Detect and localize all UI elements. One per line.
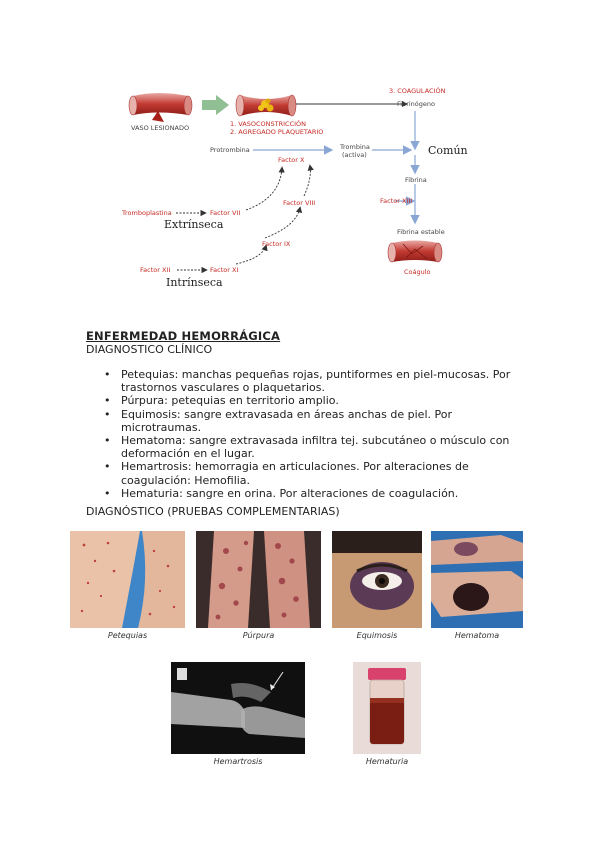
label-vaso-lesionado: VASO LESIONADO	[131, 124, 190, 132]
label-factor-x: Factor X	[278, 156, 305, 164]
label-fibrinogeno: Fibrinógeno	[397, 100, 435, 108]
list-item: Hematoma: sangre extravasada infiltra te…	[104, 434, 524, 460]
injured-vessel-icon	[128, 93, 193, 122]
label-factor-xiii: Factor XIII	[380, 197, 413, 205]
clot-vessel-icon	[387, 240, 443, 263]
section-subtitle: DIAGNOSTICO CLÍNICO	[86, 343, 213, 356]
equimosis-photo	[332, 531, 422, 628]
label-protrombina: Protrombina	[210, 146, 250, 154]
label-fibrina: Fibrina	[405, 176, 427, 184]
section-title: ENFERMEDAD HEMORRÁGICA	[86, 329, 281, 343]
green-arrow-icon	[202, 95, 229, 115]
label-vasoconstriccion: 1. VASOCONSTRICCIÓN	[230, 120, 307, 128]
section-subtitle-2: DIAGNÓSTICO (PRUEBAS COMPLEMENTARIAS)	[86, 505, 340, 518]
hematoma-photo	[431, 531, 523, 628]
label-factor-xii: Factor XII	[140, 266, 171, 274]
hemartrosis-xray	[171, 662, 305, 754]
list-item: Hematuria: sangre en orina. Por alteraci…	[104, 487, 524, 500]
constricted-vessel-icon	[235, 94, 297, 117]
list-item: Equimosis: sangre extravasada en áreas a…	[104, 408, 524, 434]
list-item: Hemartrosis: hemorragia en articulacione…	[104, 460, 524, 486]
petequias-photo	[70, 531, 185, 628]
label-fibrina-estable: Fibrina estable	[397, 228, 445, 236]
caption-equimosis: Equimosis	[356, 631, 398, 640]
label-intrinseca: Intrínseca	[166, 276, 223, 289]
label-coagulo: Coágulo	[404, 268, 431, 276]
label-factor-xi: Factor XI	[210, 266, 239, 274]
label-factor-viii: Factor VIII	[283, 199, 316, 207]
caption-hemartrosis: Hemartrosis	[213, 757, 263, 766]
caption-hematuria: Hematuria	[365, 757, 409, 766]
label-comun: Común	[428, 144, 468, 157]
purpura-photo	[196, 531, 321, 628]
label-coagulacion: 3. COAGULACIÓN	[389, 87, 446, 95]
label-agregado-plaquetario: 2. AGREGADO PLAQUETARIO	[230, 128, 324, 136]
label-trombina-activa: (activa)	[342, 151, 367, 159]
label-factor-vii: Factor VII	[210, 209, 241, 217]
caption-petequias: Petequias	[107, 631, 148, 640]
label-tromboplastina: Tromboplastina	[122, 209, 172, 217]
label-trombina: Trombina	[340, 143, 370, 151]
label-extrinseca: Extrínseca	[164, 218, 224, 231]
list-item: Púrpura: petequias en territorio amplio.	[104, 394, 524, 407]
caption-purpura: Púrpura	[242, 631, 275, 640]
symptom-list: Petequias: manchas pequeñas rojas, punti…	[104, 368, 524, 500]
label-factor-ix: Factor IX	[262, 240, 291, 248]
caption-hematoma: Hematoma	[454, 631, 500, 640]
list-item: Petequias: manchas pequeñas rojas, punti…	[104, 368, 524, 394]
coagulation-diagram	[128, 93, 443, 274]
hematuria-photo	[353, 662, 421, 754]
